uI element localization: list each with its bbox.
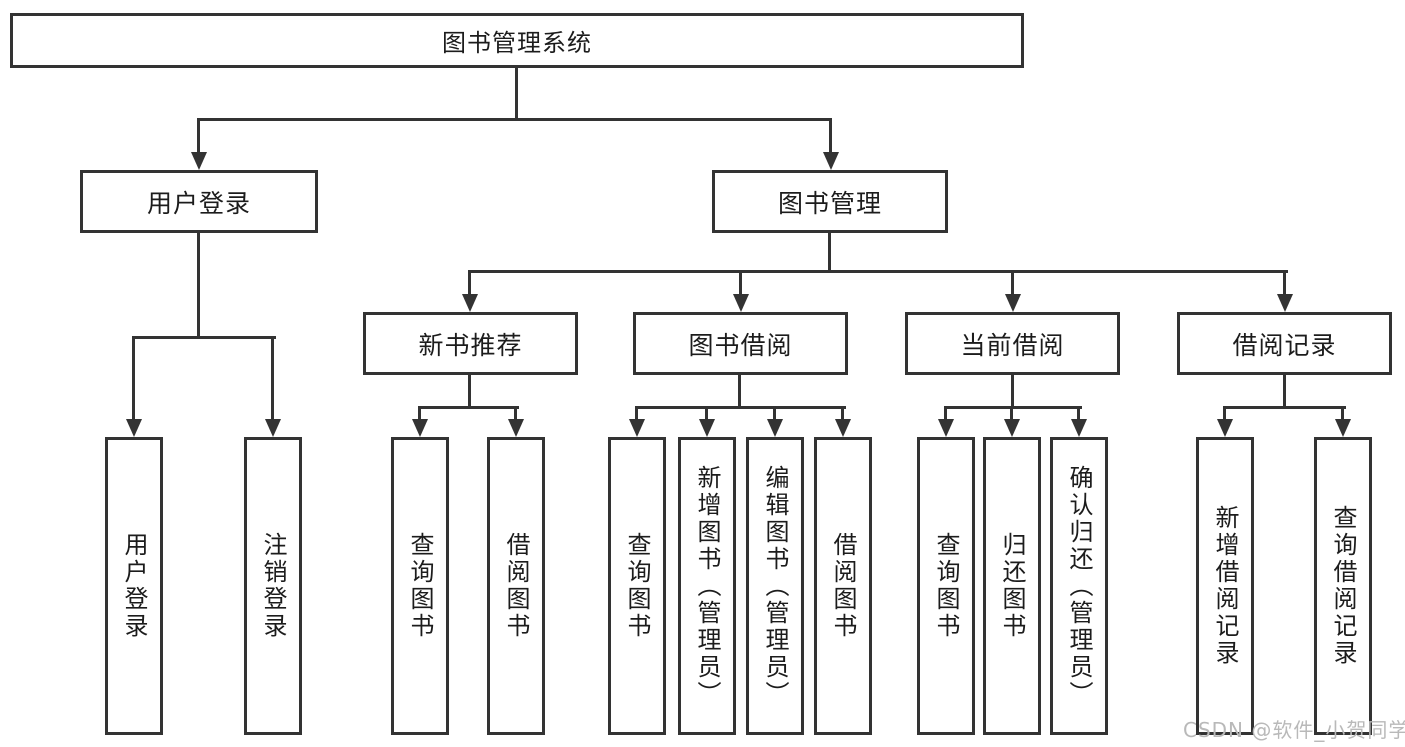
csdn-watermark: CSDN @软件_小贺同学 xyxy=(1183,718,1405,742)
connector-drop-bb-borrow xyxy=(841,406,844,422)
leaf-br-query-record: 查询借阅记录 xyxy=(1314,437,1372,735)
arrowhead-bb-edit xyxy=(767,419,783,437)
leaf-nbr-query-books: 查询图书 xyxy=(391,437,449,735)
connector-drop-bb-query xyxy=(635,406,638,422)
connector-drop-cb-query xyxy=(944,406,947,422)
connector-root-stem xyxy=(515,68,518,121)
arrowhead-current-borrow xyxy=(1005,294,1021,312)
connector-drop-nbr-query xyxy=(418,406,421,422)
connector-drop-leaf-user-login xyxy=(132,336,135,421)
arrowhead-nbr-query xyxy=(412,419,428,437)
leaf-cb-return-books-label: 归还图书 xyxy=(998,532,1026,640)
arrowhead-borrow-record xyxy=(1277,294,1293,312)
leaf-br-add-record-label: 新增借阅记录 xyxy=(1211,505,1239,667)
connector-br-bus xyxy=(1223,406,1346,409)
arrowhead-bb-borrow xyxy=(835,419,851,437)
connector-drop-leaf-logout xyxy=(271,336,274,421)
leaf-cb-confirm-return-admin: 确认归还（管理员） xyxy=(1050,437,1108,735)
connector-drop-cb-confirm xyxy=(1077,406,1080,422)
arrowhead-cb-return xyxy=(1004,419,1020,437)
node-user-login: 用户登录 xyxy=(80,170,318,233)
connector-root-bus xyxy=(197,118,832,121)
leaf-cb-return-books: 归还图书 xyxy=(983,437,1041,735)
leaf-cb-query-books-label: 查询图书 xyxy=(932,532,960,640)
connector-nbr-bus xyxy=(418,406,519,409)
leaf-bb-edit-books-admin: 编辑图书（管理员） xyxy=(746,437,804,735)
arrowhead-leaf-user-login xyxy=(126,419,142,437)
connector-cb-stem xyxy=(1011,375,1014,409)
arrowhead-new-book-recommend xyxy=(462,294,478,312)
leaf-bb-borrow-books: 借阅图书 xyxy=(814,437,872,735)
connector-drop-borrow-record xyxy=(1283,270,1286,297)
leaf-nbr-borrow-books: 借阅图书 xyxy=(487,437,545,735)
arrowhead-bb-add xyxy=(699,419,715,437)
leaf-nbr-borrow-books-label: 借阅图书 xyxy=(502,532,530,640)
connector-book-management-bus xyxy=(468,270,1288,273)
node-library-management-system: 图书管理系统 xyxy=(10,13,1024,68)
leaf-bb-query-books: 查询图书 xyxy=(608,437,666,735)
connector-nbr-stem xyxy=(468,375,471,409)
connector-drop-book-management xyxy=(829,118,832,156)
arrowhead-br-query xyxy=(1335,419,1351,437)
connector-bb-stem xyxy=(738,375,741,409)
arrowhead-bb-query xyxy=(629,419,645,437)
connector-drop-br-query xyxy=(1341,406,1344,422)
connector-drop-cb-return xyxy=(1010,406,1013,422)
connector-drop-new-book-recommend xyxy=(468,270,471,297)
arrowhead-user-login xyxy=(191,152,207,170)
connector-br-stem xyxy=(1283,375,1286,409)
node-borrow-record: 借阅记录 xyxy=(1177,312,1392,375)
arrowhead-cb-confirm xyxy=(1071,419,1087,437)
connector-bb-bus xyxy=(635,406,846,409)
connector-drop-user-login xyxy=(197,118,200,156)
leaf-bb-query-books-label: 查询图书 xyxy=(623,532,651,640)
arrowhead-leaf-logout xyxy=(265,419,281,437)
node-current-borrow: 当前借阅 xyxy=(905,312,1120,375)
leaf-bb-borrow-books-label: 借阅图书 xyxy=(829,532,857,640)
connector-cb-bus xyxy=(944,406,1082,409)
leaf-cb-confirm-return-admin-label: 确认归还（管理员） xyxy=(1065,464,1093,708)
connector-drop-current-borrow xyxy=(1011,270,1014,297)
node-new-book-recommend: 新书推荐 xyxy=(363,312,578,375)
leaf-br-query-record-label: 查询借阅记录 xyxy=(1329,505,1357,667)
leaf-bb-edit-books-admin-label: 编辑图书（管理员） xyxy=(761,464,789,708)
leaf-nbr-query-books-label: 查询图书 xyxy=(406,532,434,640)
node-book-borrow: 图书借阅 xyxy=(633,312,848,375)
connector-drop-br-add xyxy=(1223,406,1226,422)
connector-drop-bb-add xyxy=(705,406,708,422)
connector-user-login-stem xyxy=(197,233,200,339)
arrowhead-book-borrow xyxy=(733,294,749,312)
arrowhead-br-add xyxy=(1217,419,1233,437)
connector-drop-bb-edit xyxy=(773,406,776,422)
leaf-user-login: 用户登录 xyxy=(105,437,163,735)
leaf-logout-label: 注销登录 xyxy=(259,532,287,640)
leaf-bb-add-books-admin: 新增图书（管理员） xyxy=(678,437,736,735)
leaf-bb-add-books-admin-label: 新增图书（管理员） xyxy=(693,464,721,708)
arrowhead-nbr-borrow xyxy=(508,419,524,437)
arrowhead-cb-query xyxy=(938,419,954,437)
node-book-management: 图书管理 xyxy=(712,170,948,233)
connector-drop-book-borrow xyxy=(739,270,742,297)
leaf-logout: 注销登录 xyxy=(244,437,302,735)
arrowhead-book-management xyxy=(823,152,839,170)
connector-user-login-bus xyxy=(132,336,276,339)
leaf-br-add-record: 新增借阅记录 xyxy=(1196,437,1254,735)
leaf-cb-query-books: 查询图书 xyxy=(917,437,975,735)
connector-book-management-stem xyxy=(828,233,831,273)
connector-drop-nbr-borrow xyxy=(514,406,517,422)
leaf-user-login-label: 用户登录 xyxy=(120,532,148,640)
